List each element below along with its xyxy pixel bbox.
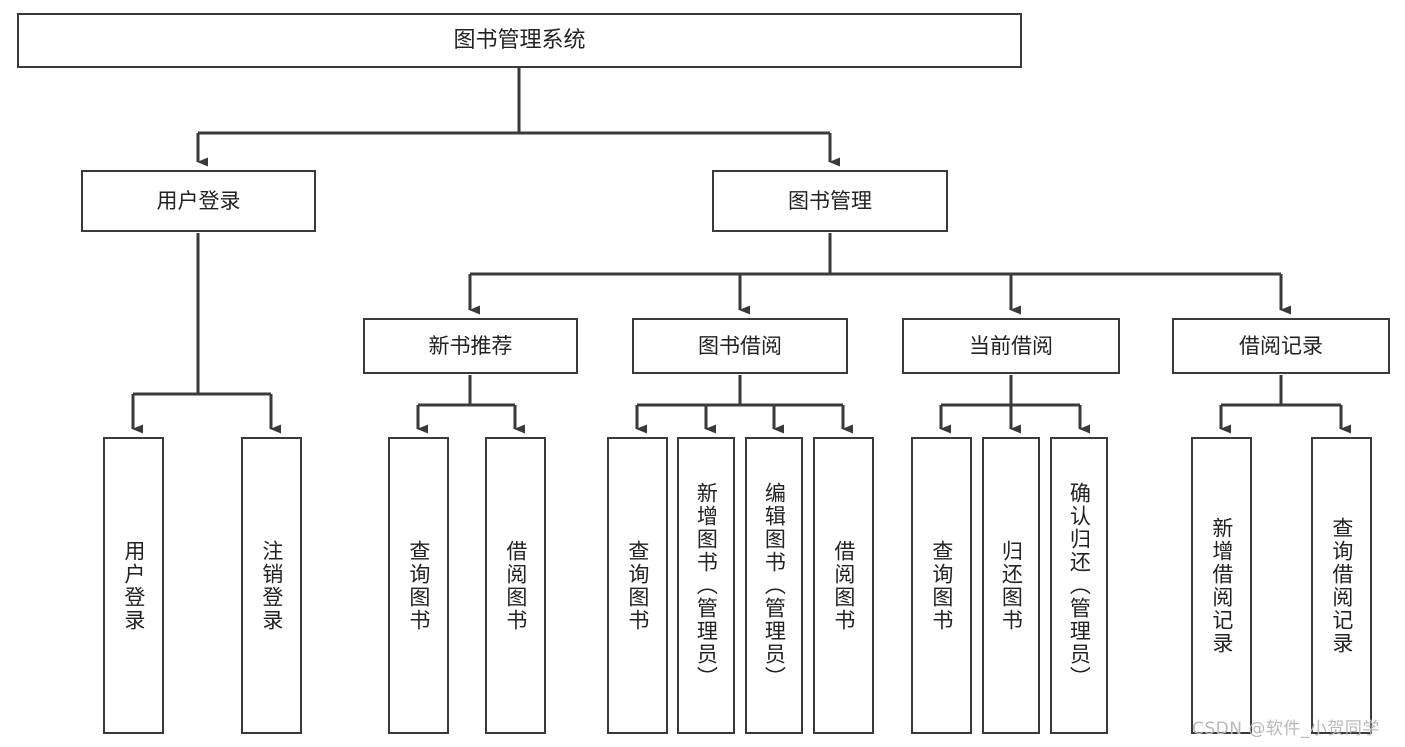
leaf-add-book-admin[interactable]: 新增图书（管理员） (677, 437, 735, 734)
leaf-user-login[interactable]: 用户登录 (103, 437, 164, 734)
node-new-book-recommend[interactable]: 新书推荐 (363, 318, 578, 374)
watermark-csdn: CSDN @软件_小贺同学 (1192, 719, 1380, 739)
leaf-add-borrow-record[interactable]: 新增借阅记录 (1191, 437, 1252, 734)
leaf-query-book-borrow[interactable]: 查询图书 (607, 437, 668, 734)
node-current-borrow[interactable]: 当前借阅 (902, 318, 1120, 374)
leaf-query-book-current[interactable]: 查询图书 (911, 437, 972, 734)
leaf-confirm-return-admin[interactable]: 确认归还（管理员） (1050, 437, 1108, 734)
node-borrow-record[interactable]: 借阅记录 (1172, 318, 1390, 374)
leaf-borrow-book-recommend[interactable]: 借阅图书 (485, 437, 546, 734)
node-book-management[interactable]: 图书管理 (712, 170, 948, 232)
leaf-borrow-book[interactable]: 借阅图书 (813, 437, 874, 734)
node-book-borrow[interactable]: 图书借阅 (632, 318, 848, 374)
leaf-logout[interactable]: 注销登录 (241, 437, 302, 734)
node-user-login[interactable]: 用户登录 (81, 170, 316, 232)
leaf-query-borrow-record[interactable]: 查询借阅记录 (1311, 437, 1372, 734)
leaf-query-book-recommend[interactable]: 查询图书 (388, 437, 449, 734)
leaf-edit-book-admin[interactable]: 编辑图书（管理员） (745, 437, 803, 734)
node-root-system[interactable]: 图书管理系统 (17, 13, 1022, 68)
leaf-return-book[interactable]: 归还图书 (982, 437, 1040, 734)
